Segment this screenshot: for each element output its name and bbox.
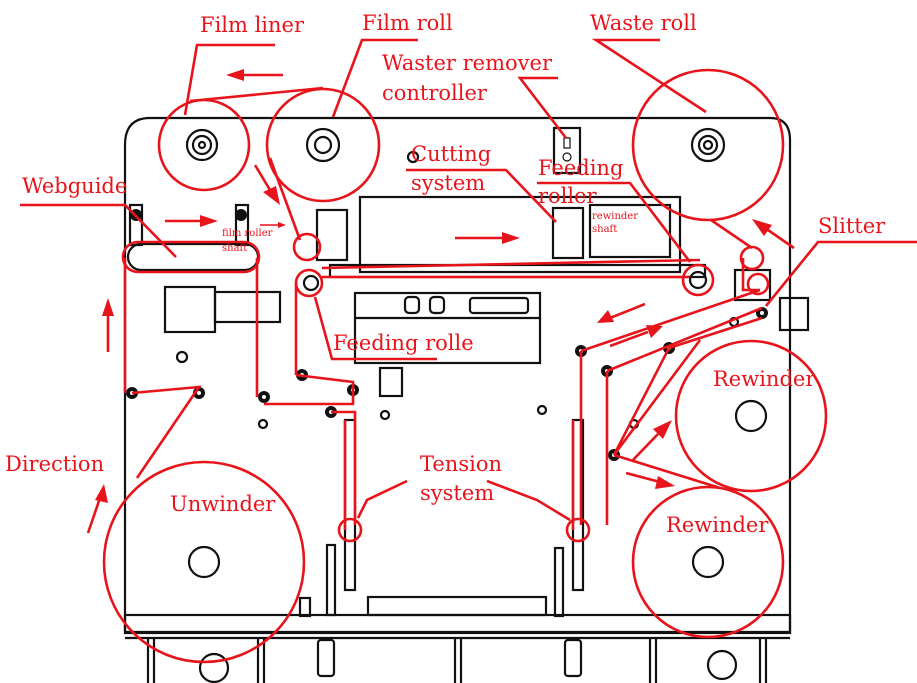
cutting-module (358, 195, 682, 274)
webguide-box (163, 285, 217, 334)
rewinder-lower-core-icon (691, 545, 725, 579)
leader-waste-roll (591, 38, 707, 114)
tension-dancer-right (565, 517, 591, 543)
label-direction: Direction (5, 452, 104, 476)
leader-waster-remover (517, 76, 568, 139)
label-cutting-system: system (411, 171, 485, 195)
rewinder-upper-roll-icon (674, 339, 828, 493)
base-platform (123, 613, 792, 635)
arrow-icon (752, 219, 795, 250)
arrow-icon (253, 164, 280, 205)
label-rewinder-upper: Rewinder (713, 367, 816, 391)
rewinder-lower-roll-icon (631, 485, 785, 639)
leader-lines (20, 38, 917, 522)
flow-arrows (86, 69, 795, 534)
unwinder-roll-icon (102, 460, 306, 664)
film-roll-icon (265, 87, 381, 203)
label-webguide: Webguide (22, 174, 127, 198)
arrow-icon (625, 471, 675, 489)
leader-tension-right (486, 479, 571, 522)
label-tension: Tension (420, 452, 502, 476)
label-cutting: Cutting (411, 142, 491, 166)
label-tension-system: system (420, 481, 494, 505)
slitter-block (778, 296, 810, 332)
arrow-icon (226, 69, 283, 81)
label-film-roll: Film roll (362, 11, 453, 35)
control-panel (353, 291, 542, 365)
leader-tension-left (356, 479, 408, 519)
caster-wheel (706, 649, 738, 681)
caster-wheel (198, 652, 230, 683)
waster-remover-box (552, 126, 582, 175)
machine-legs (146, 638, 768, 683)
arrow-icon (260, 222, 286, 228)
label-waster-remover: Waster remover (382, 51, 553, 75)
label-waster-controller: controller (382, 81, 488, 105)
leader-feeding-roller (537, 181, 692, 263)
label-film-roller-shaft-2: shaft (222, 243, 247, 254)
film-liner-core-icon (185, 128, 219, 162)
label-rewinder-lower: Rewinder (666, 513, 769, 537)
base-plate (366, 595, 548, 617)
leader-slitter (764, 240, 917, 307)
labels: Film liner Film roll Waster remover cont… (5, 11, 886, 537)
label-unwinder: Unwinder (170, 492, 276, 516)
leader-film-roll (331, 38, 418, 118)
label-rewinder-shaft: rewinder (592, 211, 638, 222)
label-film-roller-shaft: film roller (222, 228, 273, 239)
film-roll-core-icon (305, 127, 341, 163)
label-slitter: Slitter (818, 214, 886, 238)
tension-rail-left (343, 418, 357, 592)
label-feeding: Feeding (538, 156, 623, 180)
arrow-icon (165, 215, 218, 227)
label-feeding-rolle: Feeding rolle (333, 331, 474, 355)
web-path (102, 68, 828, 664)
arrow-icon (86, 484, 108, 534)
label-feeding-roller: roller (538, 184, 598, 208)
leader-cutting-system (406, 168, 557, 223)
arrow-icon (632, 420, 672, 461)
label-waste-roll: Waste roll (590, 11, 697, 35)
rewinder-upper-core-icon (734, 399, 768, 433)
arrow-icon (102, 298, 114, 352)
waste-roll-icon (631, 68, 785, 222)
arrow-icon (609, 325, 663, 348)
leader-webguide (20, 203, 177, 258)
waste-roll-core-icon (690, 127, 726, 163)
machine-frame (123, 116, 810, 683)
arrow-icon (597, 302, 646, 323)
idler-roller-icon (235, 209, 247, 221)
unwinder-core-icon (187, 545, 221, 579)
label-film-liner: Film liner (200, 13, 305, 37)
label-rewinder-shaft-2: shaft (592, 224, 617, 235)
roll-cores (185, 127, 768, 579)
leader-feeding-rolle (313, 296, 437, 361)
arrow-icon (455, 232, 520, 244)
idler-roller-icon (258, 391, 270, 403)
tension-dancer-left (337, 517, 363, 543)
leader-film-liner (183, 43, 275, 116)
